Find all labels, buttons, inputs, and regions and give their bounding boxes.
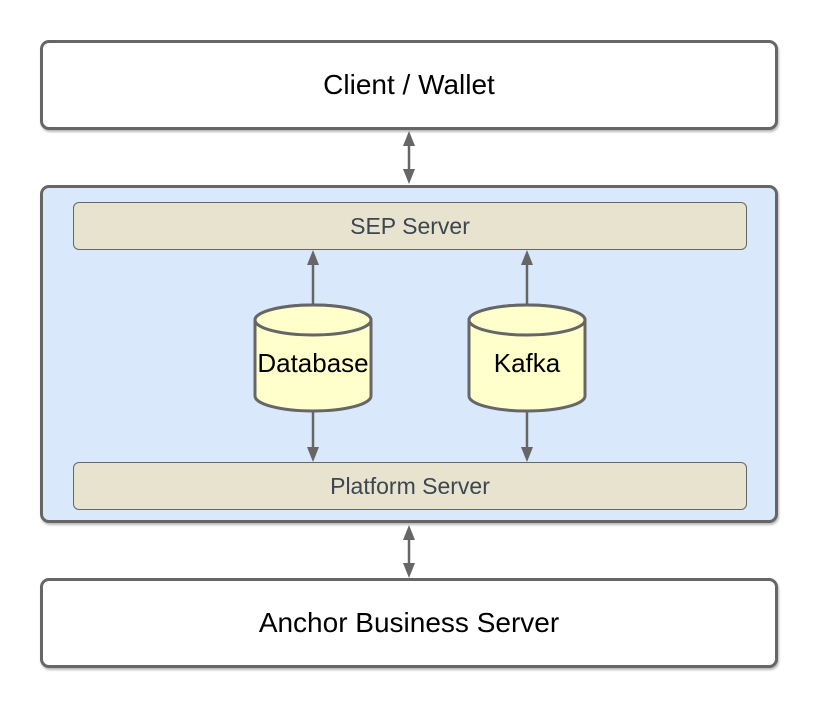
platform-server-label: Platform Server [330, 472, 490, 499]
anchor-business-server-label: Anchor Business Server [258, 607, 560, 638]
sep-server-bar: SEP Server [73, 202, 747, 250]
client-wallet-box: Client / Wallet [40, 40, 778, 130]
platform-anchor-double-arrow [403, 525, 415, 578]
kafka-sep-arrow [521, 250, 533, 304]
kafka-cylinder [467, 303, 587, 413]
database-platform-arrow [307, 410, 319, 462]
client-wallet-label: Client / Wallet [323, 69, 495, 100]
database-label: Database [257, 348, 369, 378]
client-sep-double-arrow [403, 131, 415, 184]
anchor-business-server-box: Anchor Business Server [40, 578, 778, 668]
platform-server-bar: Platform Server [73, 462, 747, 510]
kafka-label: Kafka [493, 348, 561, 378]
kafka-platform-arrow [521, 410, 533, 462]
sep-server-label: SEP Server [350, 212, 470, 239]
database-cylinder [253, 303, 373, 413]
database-sep-arrow [307, 250, 319, 304]
